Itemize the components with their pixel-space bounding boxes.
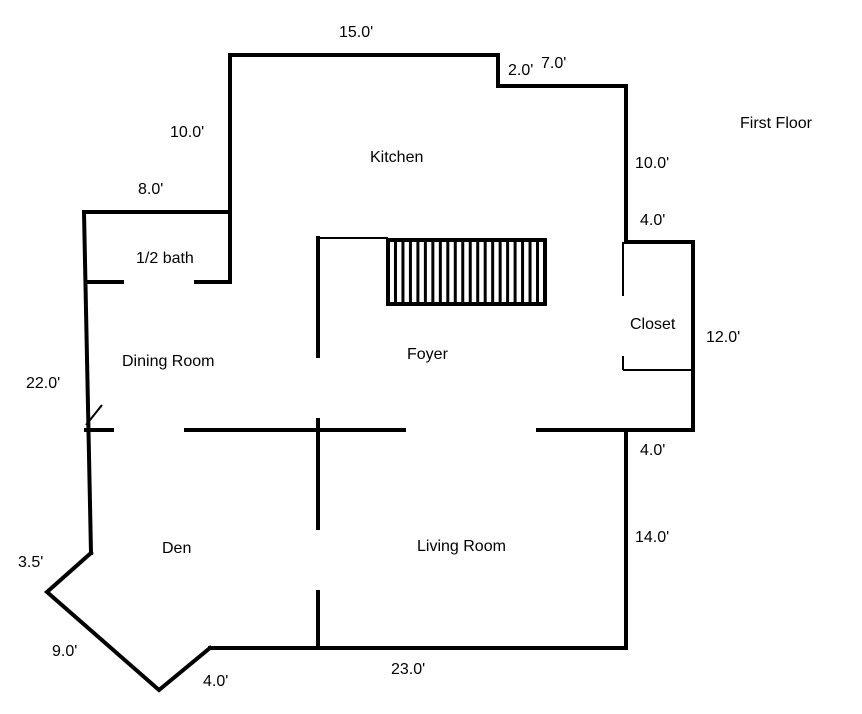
room-label-living-room: Living Room	[417, 538, 506, 555]
wall-living-right	[208, 428, 628, 650]
room-label-foyer: Foyer	[407, 346, 449, 363]
wall-closet	[624, 240, 695, 432]
dim-jog-b: 7.0'	[541, 55, 566, 72]
dim-jog-a: 2.0'	[508, 62, 533, 79]
wall-kitchen	[228, 53, 628, 244]
wall-left	[81, 210, 232, 556]
dim-closet-top: 4.0'	[640, 212, 665, 229]
floor-title: First Floor	[740, 115, 813, 132]
room-label-dining-room: Dining Room	[122, 353, 214, 370]
stair-outline	[386, 238, 547, 306]
staircase	[386, 238, 547, 306]
dim-closet-bottom: 4.0'	[640, 442, 665, 459]
room-label-den: Den	[162, 540, 191, 557]
dim-top: 15.0'	[339, 24, 373, 41]
wall-bay-window	[43, 550, 213, 693]
dim-bay-upper: 3.5'	[18, 554, 43, 571]
interior-walls	[84, 210, 695, 650]
exterior-walls	[43, 53, 695, 693]
room-label-kitchen: Kitchen	[370, 149, 423, 166]
room-label-closet: Closet	[630, 316, 676, 333]
room-label-half-bath: 1/2 bath	[136, 250, 194, 267]
door-swing	[85, 404, 103, 426]
dim-kitchen-right: 10.0'	[635, 155, 669, 172]
stair-treads	[393, 240, 540, 304]
dim-bath-top: 8.0'	[138, 181, 163, 198]
dim-closet-right: 12.0'	[706, 329, 740, 346]
dim-dining-left: 22.0'	[26, 375, 60, 392]
dim-bottom: 23.0'	[391, 661, 425, 678]
dim-bay-lower: 9.0'	[52, 643, 77, 660]
dim-living-right: 14.0'	[635, 529, 669, 546]
dim-kitchen-left: 10.0'	[170, 124, 204, 141]
dim-bay-bottom: 4.0'	[203, 673, 228, 690]
